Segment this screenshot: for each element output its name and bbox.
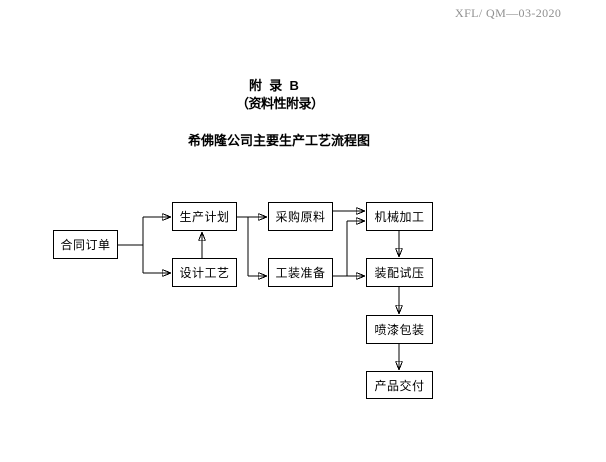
flow-node-label: 装配试压 [374,266,425,280]
flow-node-material-purchase: 采购原料 [268,202,333,231]
flow-node-machining: 机械加工 [366,202,433,231]
flow-node-tooling-prep: 工装准备 [268,258,333,287]
flow-node-painting-packaging: 喷漆包装 [366,315,433,344]
flow-node-label: 生产计划 [179,210,230,224]
flow-node-label: 设计工艺 [179,266,230,280]
flow-node-contract-order: 合同订单 [53,230,118,259]
flow-node-assembly-pressure-test: 装配试压 [366,258,433,287]
flow-node-label: 喷漆包装 [374,323,425,337]
flow-node-design-process: 设计工艺 [172,258,237,287]
flow-node-label: 工装准备 [275,266,326,280]
flowchart-title: 希佛隆公司主要生产工艺流程图 [188,133,371,148]
flow-node-label: 合同订单 [60,238,111,252]
flow-node-production-plan: 生产计划 [172,202,237,231]
flow-node-label: 产品交付 [374,378,425,393]
flow-node-label: 采购原料 [275,210,326,224]
flow-node-product-delivery: 产品交付 [366,371,433,399]
appendix-title: 附 录 B [249,78,299,93]
doc-number: XFL/ QM—03-2020 [455,6,562,20]
appendix-note: （资料性附录） [236,96,324,111]
flow-node-label: 机械加工 [374,210,425,224]
